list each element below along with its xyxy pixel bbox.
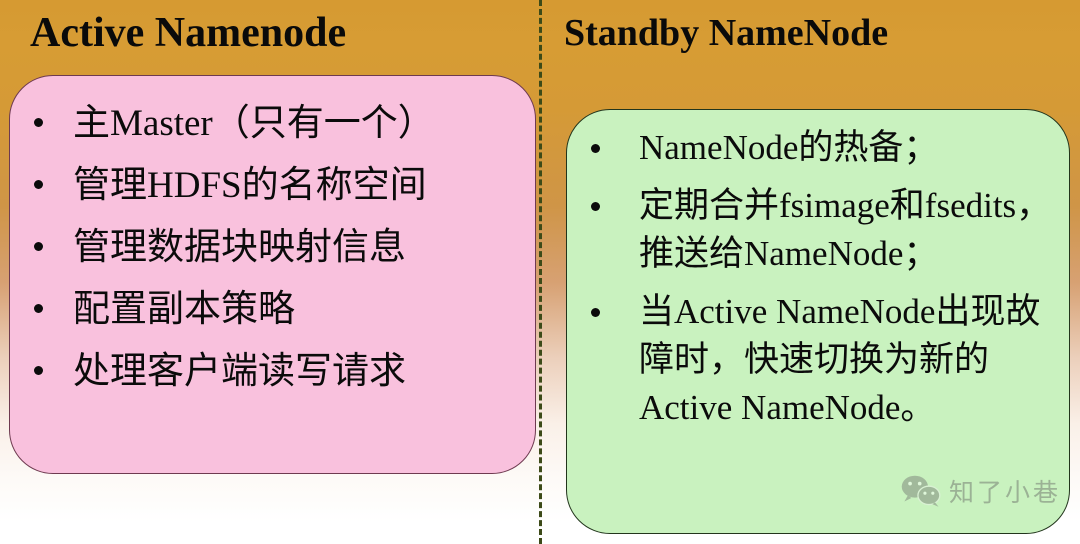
list-item-label: 配置副本策略 — [73, 289, 295, 330]
column-divider — [539, 0, 542, 544]
active-namenode-bullet-list: 主Master（只有一个） 管理HDFS的名称空间 管理数据块映射信息 配置副本… — [34, 97, 521, 407]
bullet-dot-icon — [34, 180, 43, 189]
list-item: 管理HDFS的名称空间 — [34, 159, 521, 213]
bullet-dot-icon — [34, 118, 43, 127]
standby-namenode-bullet-list: NameNode的热备； 定期合并fsimage和fsedits，推送给Name… — [591, 124, 1057, 442]
left-column-title: Active Namenode — [30, 10, 347, 56]
list-item-label: 主Master（只有一个） — [73, 103, 435, 144]
active-namenode-box: 主Master（只有一个） 管理HDFS的名称空间 管理数据块映射信息 配置副本… — [9, 75, 536, 474]
list-item: 主Master（只有一个） — [34, 97, 521, 151]
list-item: 配置副本策略 — [34, 283, 521, 337]
right-column-title: Standby NameNode — [564, 12, 889, 54]
bullet-dot-icon — [591, 308, 600, 317]
list-item: NameNode的热备； — [591, 124, 1057, 172]
bullet-dot-icon — [34, 242, 43, 251]
list-item-label: 定期合并fsimage和fsedits，推送给NameNode； — [639, 186, 1052, 273]
bullet-dot-icon — [34, 304, 43, 313]
list-item-label: 处理客户端读写请求 — [73, 351, 406, 392]
list-item: 定期合并fsimage和fsedits，推送给NameNode； — [591, 182, 1057, 278]
list-item-label: 管理HDFS的名称空间 — [73, 165, 427, 206]
bullet-dot-icon — [591, 144, 600, 153]
list-item: 处理客户端读写请求 — [34, 345, 521, 399]
list-item-label: 管理数据块映射信息 — [73, 227, 406, 268]
standby-namenode-box: NameNode的热备； 定期合并fsimage和fsedits，推送给Name… — [566, 109, 1070, 534]
bullet-dot-icon — [34, 366, 43, 375]
list-item: 当Active NameNode出现故障时，快速切换为新的 Active Nam… — [591, 288, 1057, 432]
list-item-label: 当Active NameNode出现故障时，快速切换为新的 Active Nam… — [639, 292, 1041, 427]
list-item: 管理数据块映射信息 — [34, 221, 521, 275]
bullet-dot-icon — [591, 202, 600, 211]
list-item-label: NameNode的热备； — [639, 128, 939, 167]
